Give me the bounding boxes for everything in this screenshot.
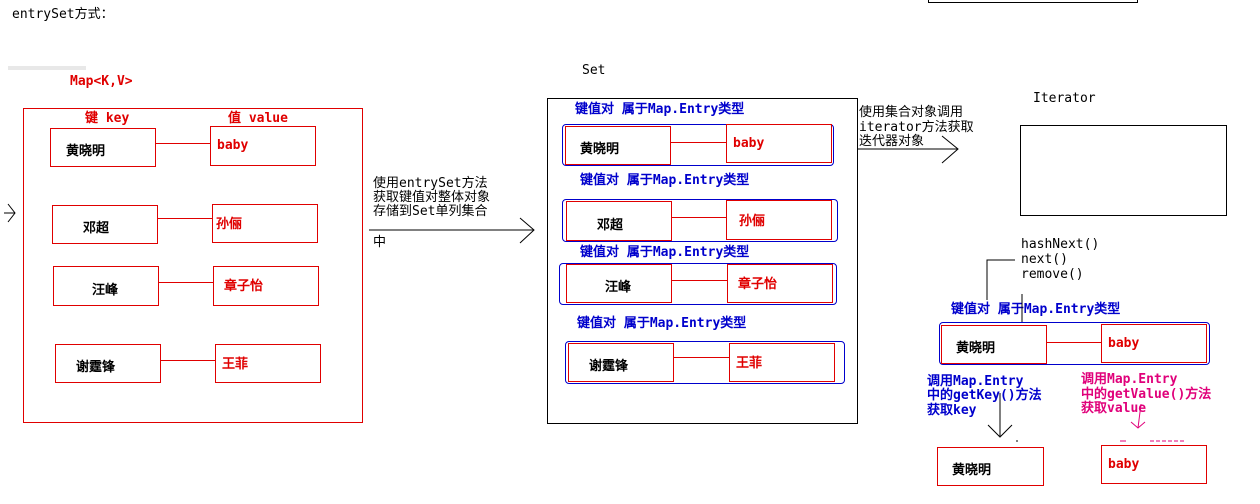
set-container (547, 98, 858, 424)
set-link-3 (672, 280, 727, 281)
arrow1-text-line-1: 使用entrySet方法 (373, 176, 488, 191)
map-value-cell-4: 王菲 (215, 344, 321, 383)
top-partial-box (928, 0, 1138, 3)
result-key-cell: 黄晓明 (937, 447, 1044, 486)
set-entry-label-1: 键值对 属于Map.Entry类型 (575, 102, 745, 117)
map-link-2 (158, 218, 212, 219)
iterator-entry-label: 键值对 属于Map.Entry类型 (951, 302, 1121, 317)
set-entry-1 (562, 124, 834, 166)
iterator-label: Iterator (1033, 91, 1096, 106)
set-entry-label-3: 键值对 属于Map.Entry类型 (580, 245, 750, 260)
iterator-key-cell: 黄晓明 (941, 325, 1047, 364)
iterator-box (1020, 125, 1227, 216)
arrow1-text-line-3: 存储到Set单列集合 (373, 204, 488, 219)
getkey-arrow (987, 393, 1018, 442)
map-value-cell-2: 孙俪 (212, 204, 318, 243)
page-title: entrySet方式： (12, 7, 114, 22)
map-key-cell-4: 谢霆锋 (55, 344, 161, 383)
iterator-value-cell: baby (1101, 324, 1207, 363)
set-value-cell-3: 章子怡 (727, 264, 833, 303)
iterator-method-hasnext: hashNext() (1021, 237, 1100, 252)
map-key-cell-2: 邓超 (52, 205, 158, 244)
map-container (23, 108, 363, 423)
iterator-method-next: next() (1021, 252, 1068, 267)
iterator-method-remove: remove() (1021, 267, 1084, 282)
getvalue-text-line-2: 中的getValue()方法 (1081, 387, 1212, 402)
map-value-cell-1: baby (210, 126, 316, 166)
map-key-cell-1: 黄晓明 (50, 128, 156, 167)
set-entry-label-2: 键值对 属于Map.Entry类型 (580, 173, 750, 188)
map-key-cell-3: 汪峰 (53, 266, 159, 306)
set-link-4 (674, 357, 729, 358)
getvalue-text-line-3: 获取value (1081, 401, 1147, 416)
left-edge-arrow (4, 203, 16, 223)
map-value-header: 值 value (228, 111, 288, 126)
iterator-arrow (858, 135, 959, 164)
getvalue-arrow (1120, 403, 1186, 442)
map-link-1 (156, 143, 210, 144)
iterator-entry (939, 322, 1210, 365)
getkey-text-line-3: 获取key (927, 403, 977, 418)
set-entry-3 (559, 263, 837, 305)
getkey-text-line-1: 调用Map.Entry (927, 374, 1024, 389)
set-entry-4 (565, 341, 845, 384)
set-entry-2 (562, 199, 838, 242)
map-label: Map<K,V> (70, 74, 133, 89)
map-link-4 (161, 360, 215, 361)
map-link-3 (159, 282, 213, 283)
map-key-header: 键 key (85, 111, 130, 126)
set-key-cell-3: 汪峰 (566, 264, 672, 303)
set-link-2 (672, 217, 727, 218)
set-value-cell-2: 孙俪 (726, 200, 832, 240)
result-value-cell: baby (1101, 445, 1207, 484)
set-entry-label-4: 键值对 属于Map.Entry类型 (577, 316, 747, 331)
methods-connector (986, 259, 1023, 322)
set-value-cell-4: 王菲 (729, 343, 835, 382)
set-key-cell-4: 谢霆锋 (568, 343, 674, 382)
set-link-1 (671, 142, 726, 143)
getvalue-text-line-1: 调用Map.Entry (1081, 372, 1178, 387)
iterator-link (1047, 342, 1101, 343)
map-value-cell-3: 章子怡 (213, 266, 319, 306)
set-key-cell-1: 黄晓明 (565, 126, 671, 165)
arrow2-text-line-3: 迭代器对象 (859, 134, 925, 149)
arrow1-text-line-4: 中 (373, 235, 387, 250)
set-value-cell-1: baby (726, 124, 832, 163)
arrow1-text-line-2: 获取键值对整体对象 (373, 190, 491, 205)
entryset-arrow (369, 217, 535, 244)
arrow2-text-line-2: iterator方法获取 (859, 120, 974, 135)
set-key-cell-2: 邓超 (566, 201, 672, 241)
getkey-text-line-2: 中的getKey()方法 (927, 388, 1042, 403)
arrow2-text-line-1: 使用集合对象调用 (859, 105, 964, 120)
set-label: Set (582, 63, 606, 78)
decorative-bar (8, 66, 86, 70)
